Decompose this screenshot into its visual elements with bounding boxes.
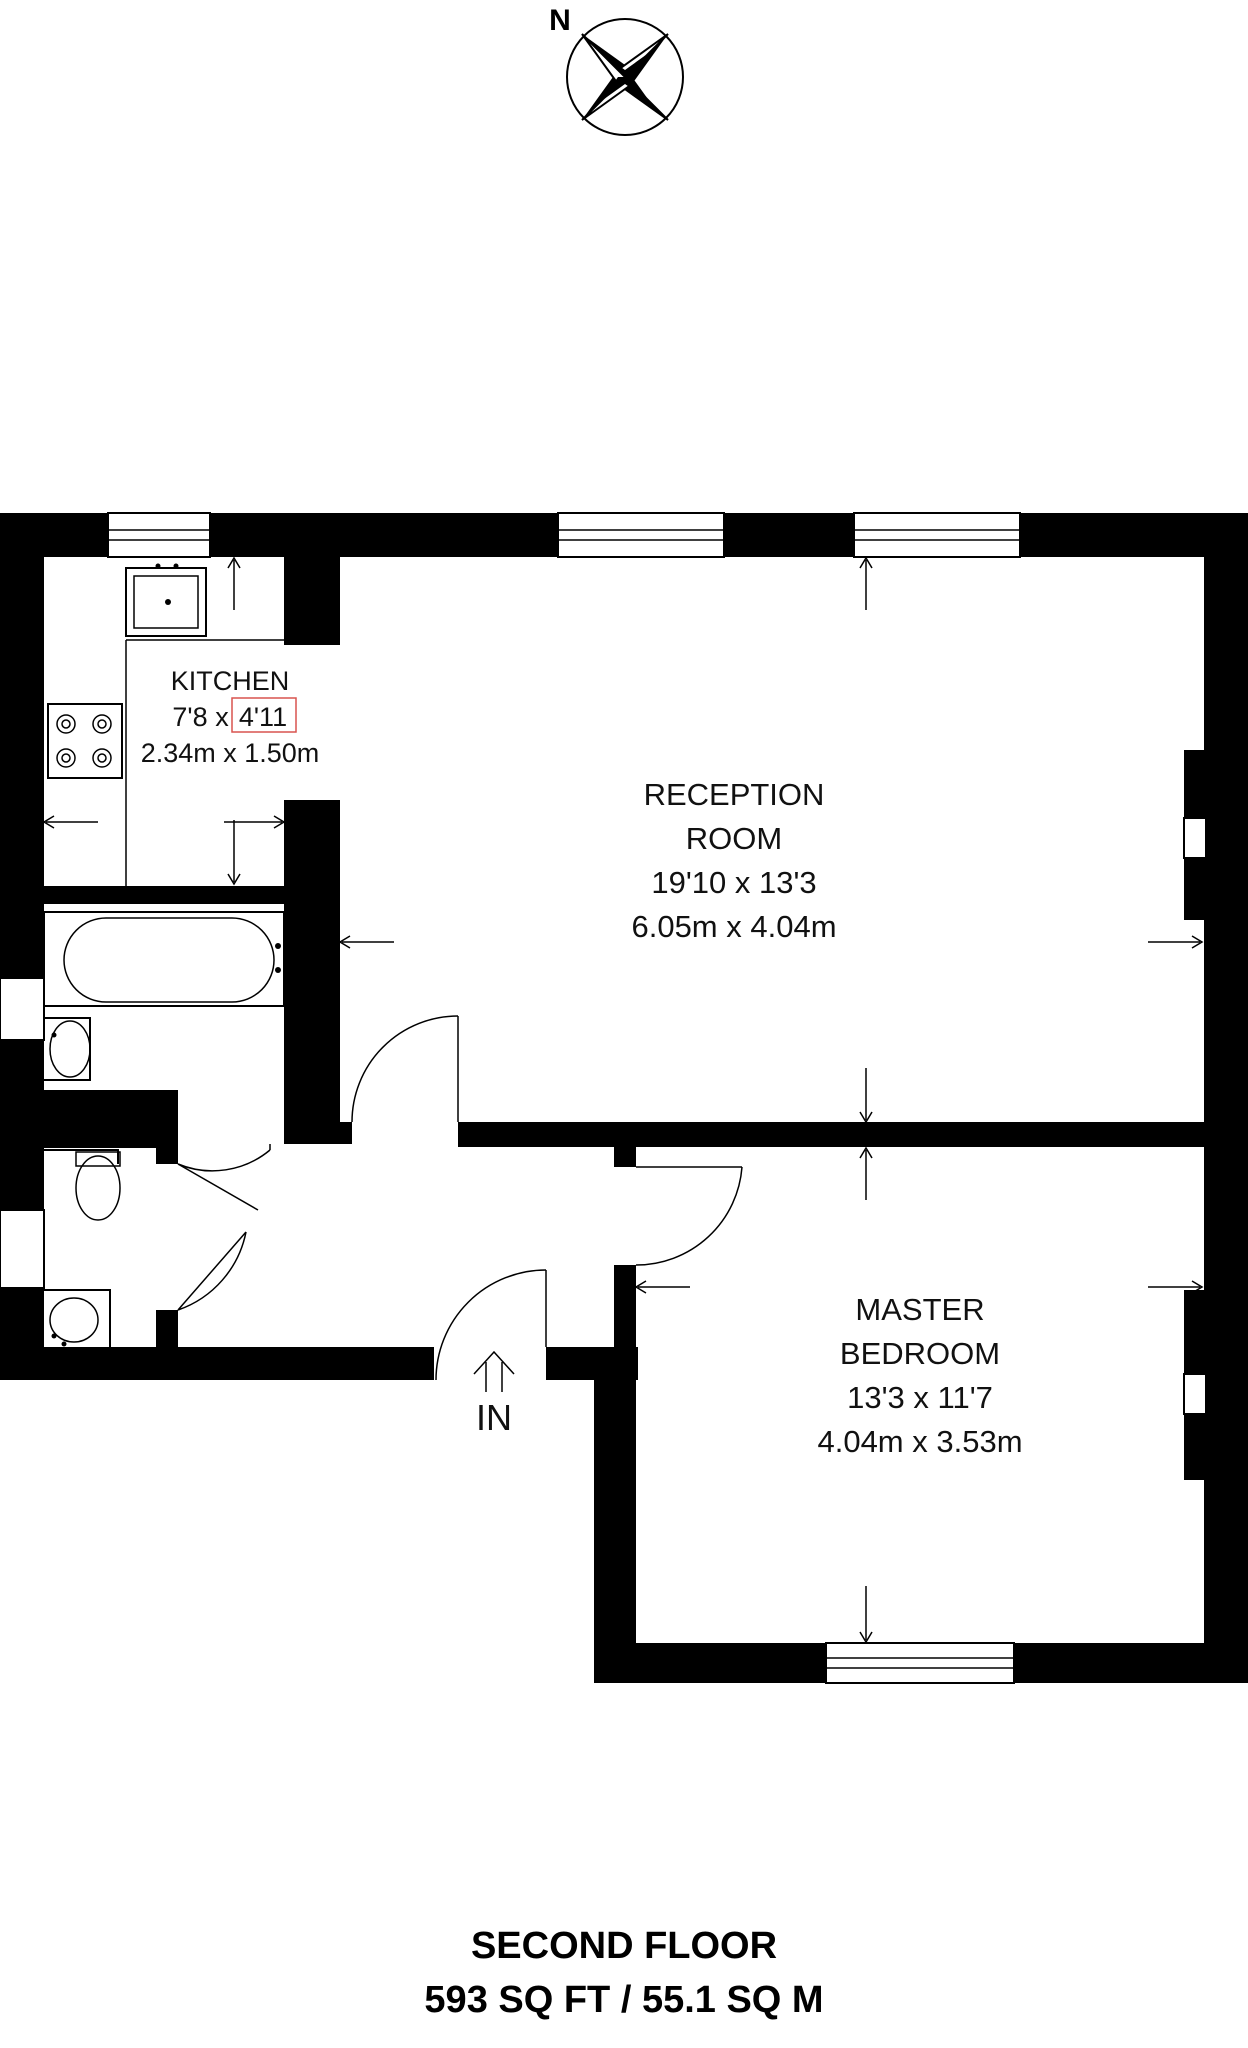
kitchen-width: 7'8 <box>172 702 207 732</box>
dimension-arrows <box>42 556 1204 1644</box>
reception-name-line2: ROOM <box>686 821 782 856</box>
kitchen-sep: x <box>215 702 229 732</box>
reception-name-line1: RECEPTION <box>644 777 825 812</box>
kitchen-metric: 2.34m x 1.50m <box>141 738 320 768</box>
bedroom-metric: 4.04m x 3.53m <box>817 1424 1022 1459</box>
compass-north-label: N <box>549 4 571 37</box>
bedroom-name-line1: MASTER <box>855 1292 984 1327</box>
compass-rose-icon <box>566 18 684 136</box>
entrance-label: IN <box>476 1397 512 1438</box>
bathroom-fixtures <box>43 911 285 1351</box>
bedroom-name-line2: BEDROOM <box>840 1336 1000 1371</box>
kitchen-dimension-highlight <box>231 697 297 733</box>
windows <box>0 512 1207 1684</box>
floor-area: 593 SQ FT / 55.1 SQ M <box>424 1979 823 2021</box>
bedroom-imperial: 13'3 x 11'7 <box>847 1380 993 1415</box>
kitchen-name: KITCHEN <box>171 666 290 696</box>
doors <box>177 1015 743 1381</box>
entrance-arrow-icon <box>473 1350 515 1392</box>
kitchen-fixtures <box>47 563 284 886</box>
reception-metric: 6.05m x 4.04m <box>631 909 836 944</box>
floor-title: SECOND FLOOR <box>471 1925 777 1967</box>
reception-imperial: 19'10 x 13'3 <box>651 865 816 900</box>
kitchen-depth: 4'11 <box>239 702 287 732</box>
